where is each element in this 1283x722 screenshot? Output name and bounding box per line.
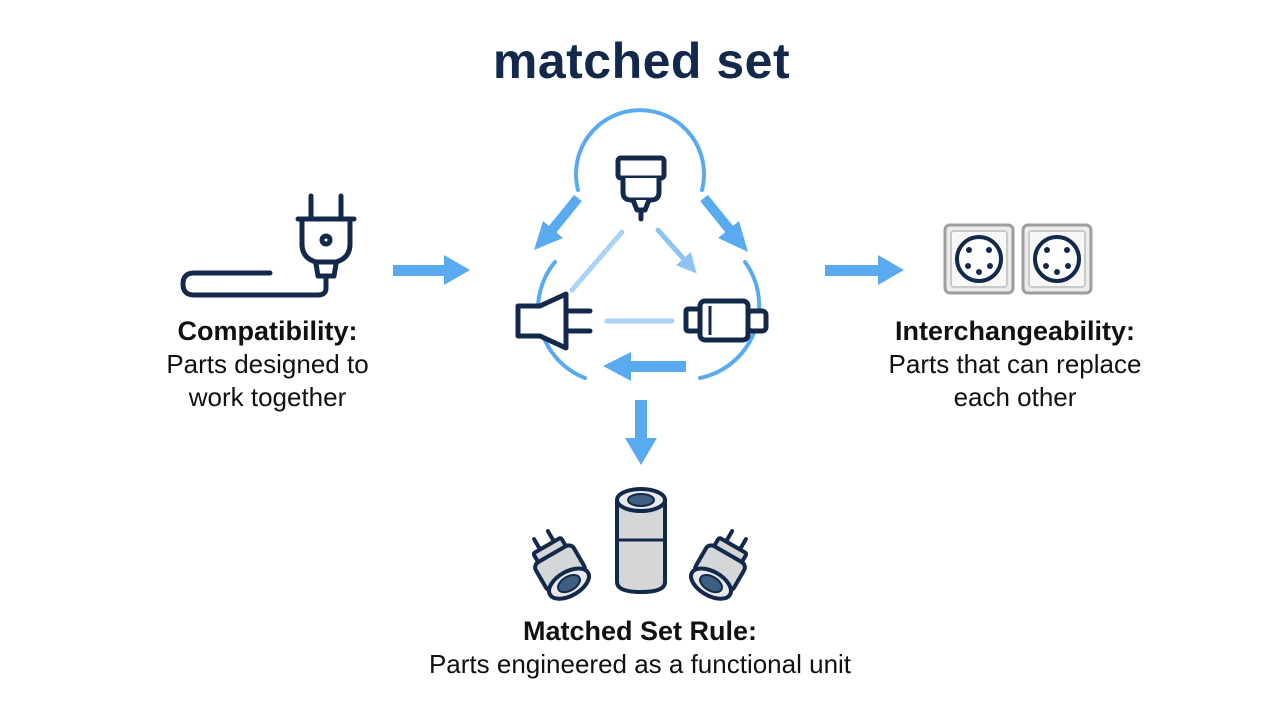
- connector-icon-right: [683, 298, 769, 343]
- interchangeability-desc-line2: each other: [953, 382, 1077, 412]
- matched-set-rule-label: Matched Set Rule: Parts engineered as a …: [380, 614, 900, 681]
- arrow-cycle-to-right: [825, 255, 904, 285]
- plug-icon-bottom-right: [689, 529, 749, 601]
- matched-set-rule-heading: Matched Set Rule:: [522, 616, 758, 646]
- compatibility-label: Compatibility: Parts designed to work to…: [130, 314, 405, 414]
- plug-icon-left: [515, 291, 593, 351]
- interchangeability-heading: Interchangeability:: [894, 316, 1136, 346]
- plug-cord-icon: [180, 193, 357, 298]
- arrow-down-to-rule: [625, 400, 657, 465]
- inner-connectors: [569, 227, 697, 324]
- compatibility-desc-line2: work together: [188, 382, 347, 412]
- plug-icon-bottom-left: [531, 529, 591, 601]
- cycle-arrows: [534, 194, 748, 381]
- compatibility-heading: Compatibility:: [177, 316, 358, 346]
- interchangeability-label: Interchangeability: Parts that can repla…: [860, 314, 1170, 414]
- compatibility-desc-line1: Parts designed to: [166, 349, 369, 379]
- socket-icon-right: [1021, 223, 1093, 295]
- matched-set-rule-desc: Parts engineered as a functional unit: [428, 649, 852, 679]
- interchangeability-desc-line1: Parts that can replace: [888, 349, 1142, 379]
- connector-icon-top: [615, 155, 667, 222]
- arrow-left-to-cycle: [393, 255, 470, 285]
- diagram-title: matched set: [492, 33, 791, 89]
- cylinder-icon: [615, 487, 667, 595]
- socket-icon-left: [943, 223, 1015, 295]
